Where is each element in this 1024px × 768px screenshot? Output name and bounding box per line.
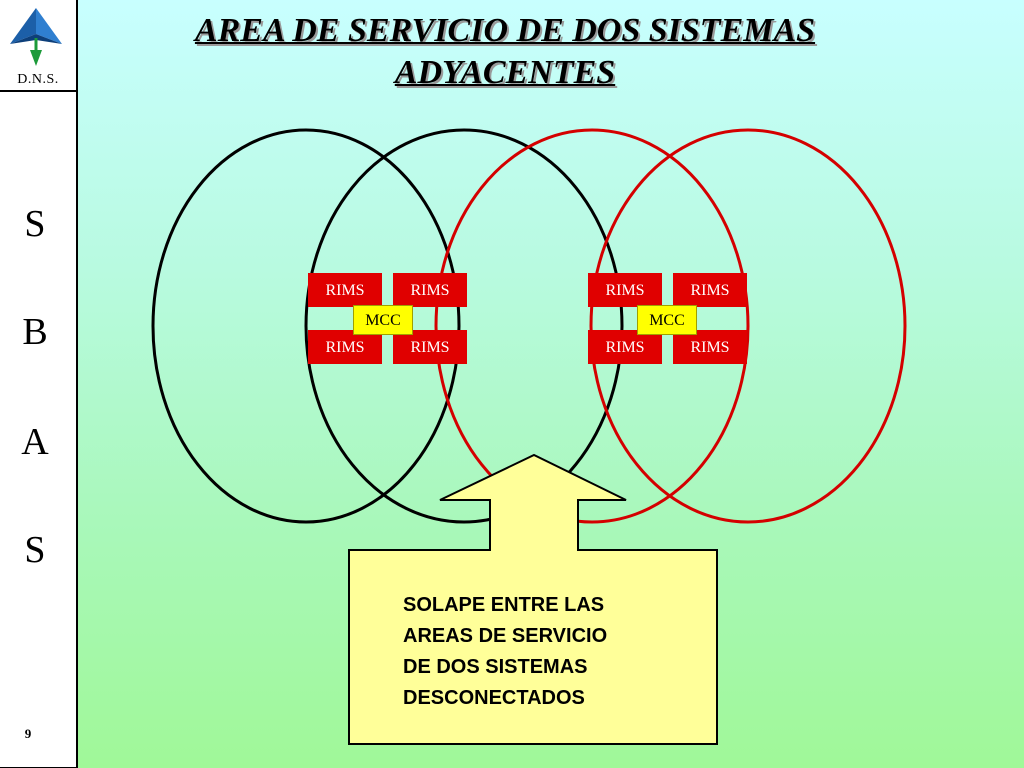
rims-box: RIMS — [673, 330, 747, 364]
sidebar-letter: A — [21, 421, 49, 463]
mcc-box: MCC — [637, 305, 697, 335]
rims-box: RIMS — [588, 330, 662, 364]
callout-line: AREAS DE SERVICIO — [403, 625, 608, 647]
sidebar-letter: B — [22, 311, 48, 353]
system1-coverage-ellipse-right — [304, 128, 624, 524]
overlap-callout-arrow — [348, 453, 718, 745]
callout-line: SOLAPE ENTRE LAS — [403, 594, 605, 616]
sidebar: D.N.S. S B A S 9 — [0, 0, 78, 768]
rims-box: RIMS — [308, 273, 382, 307]
system1-coverage-ellipse-left — [151, 128, 461, 524]
sidebar-letter: S — [24, 203, 46, 245]
system2-coverage-ellipse-right — [589, 128, 907, 524]
page-title: AREA DE SERVICIO DE DOS SISTEMAS ADYACEN… — [110, 10, 900, 94]
rims-box: RIMS — [308, 330, 382, 364]
logo-label: D.N.S. — [17, 72, 59, 87]
page-number: 9 — [24, 726, 32, 741]
rims-box: RIMS — [588, 273, 662, 307]
title-line: AREA DE SERVICIO DE DOS SISTEMAS — [194, 12, 816, 49]
rims-box: RIMS — [673, 273, 747, 307]
callout-line: DE DOS SISTEMAS — [403, 656, 588, 678]
title-line: ADYACENTES — [394, 54, 616, 91]
mcc-box: MCC — [353, 305, 413, 335]
rims-box: RIMS — [393, 330, 467, 364]
rims-box: RIMS — [393, 273, 467, 307]
overlap-callout-text: SOLAPE ENTRE LAS AREAS DE SERVICIO DE DO… — [403, 590, 703, 714]
sidebar-letter: S — [24, 529, 46, 571]
callout-line: DESCONECTADOS — [403, 687, 585, 709]
logo: D.N.S. — [0, 0, 76, 92]
dns-logo-icon — [10, 8, 62, 66]
system2-coverage-ellipse-left — [434, 128, 750, 524]
